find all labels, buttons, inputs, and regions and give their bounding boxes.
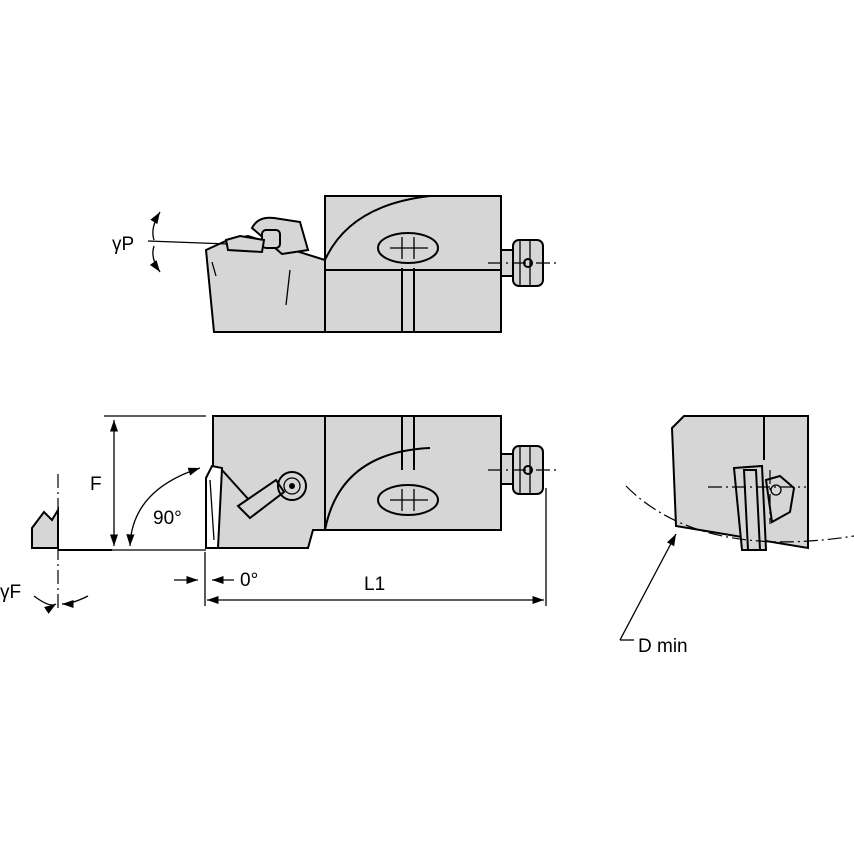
top-view-slot [377,232,439,264]
label-gamma-p: γP [112,234,134,255]
min-diameter-arc [625,485,854,543]
side-view-body [212,415,502,549]
side-view-screw [277,471,307,501]
top-view-clamp [224,216,310,256]
top-view-arc [324,195,431,261]
label-d-min: D min [638,636,688,657]
label-l1: L1 [364,574,385,595]
label-gamma-f: γF [0,582,21,603]
side-view-arc [324,447,431,531]
min-diameter-leader [619,533,677,641]
side-view: γF F 90° 0° L1 [0,415,556,614]
end-view: D min [619,415,854,657]
angle-90-arc [126,467,201,547]
top-view: γP [112,195,556,333]
gamma-f-detail: γF [0,474,112,614]
label-0: 0° [240,570,258,591]
side-view-clamp [236,478,286,520]
label-90: 90° [153,508,182,529]
label-f: F [90,474,102,495]
top-view-rake-line [147,240,229,245]
side-view-slot [377,484,439,516]
